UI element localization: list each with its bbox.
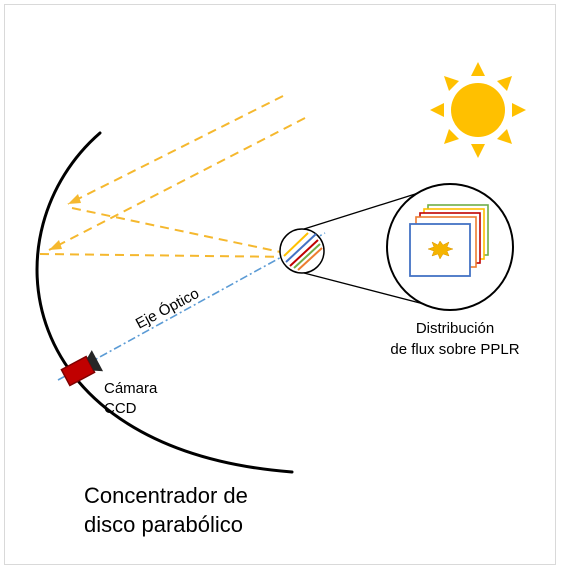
solar-rays [39, 95, 306, 258]
flux-label-line1: Distribución [416, 320, 494, 337]
ccd-camera-icon [60, 350, 104, 387]
optical-axis-line [57, 232, 326, 381]
flux-spot-icon [427, 240, 454, 260]
incoming-ray [67, 95, 284, 205]
target-zoom-origin [279, 228, 325, 274]
incoming-ray [48, 117, 306, 251]
figure-frame [4, 4, 556, 565]
camera-label-line2: CCD [104, 400, 137, 417]
sun-icon [430, 62, 526, 158]
concentrator-label-line2: disco parabólico [84, 512, 243, 537]
arrowhead [68, 194, 81, 204]
optical-axis-label: Eje Óptico [133, 285, 202, 332]
parabolic-dish [35, 131, 294, 474]
flux-label-line2: de flux sobre PPLR [390, 341, 519, 358]
reflected-ray [39, 253, 293, 258]
reflected-ray [71, 207, 291, 255]
camera-label-line1: Cámara [104, 380, 158, 397]
concentrator-label-line1: Concentrador de [84, 483, 248, 508]
target-zoom-view [386, 183, 514, 311]
arrowhead [49, 240, 62, 250]
ray-arrowheads [49, 194, 292, 260]
